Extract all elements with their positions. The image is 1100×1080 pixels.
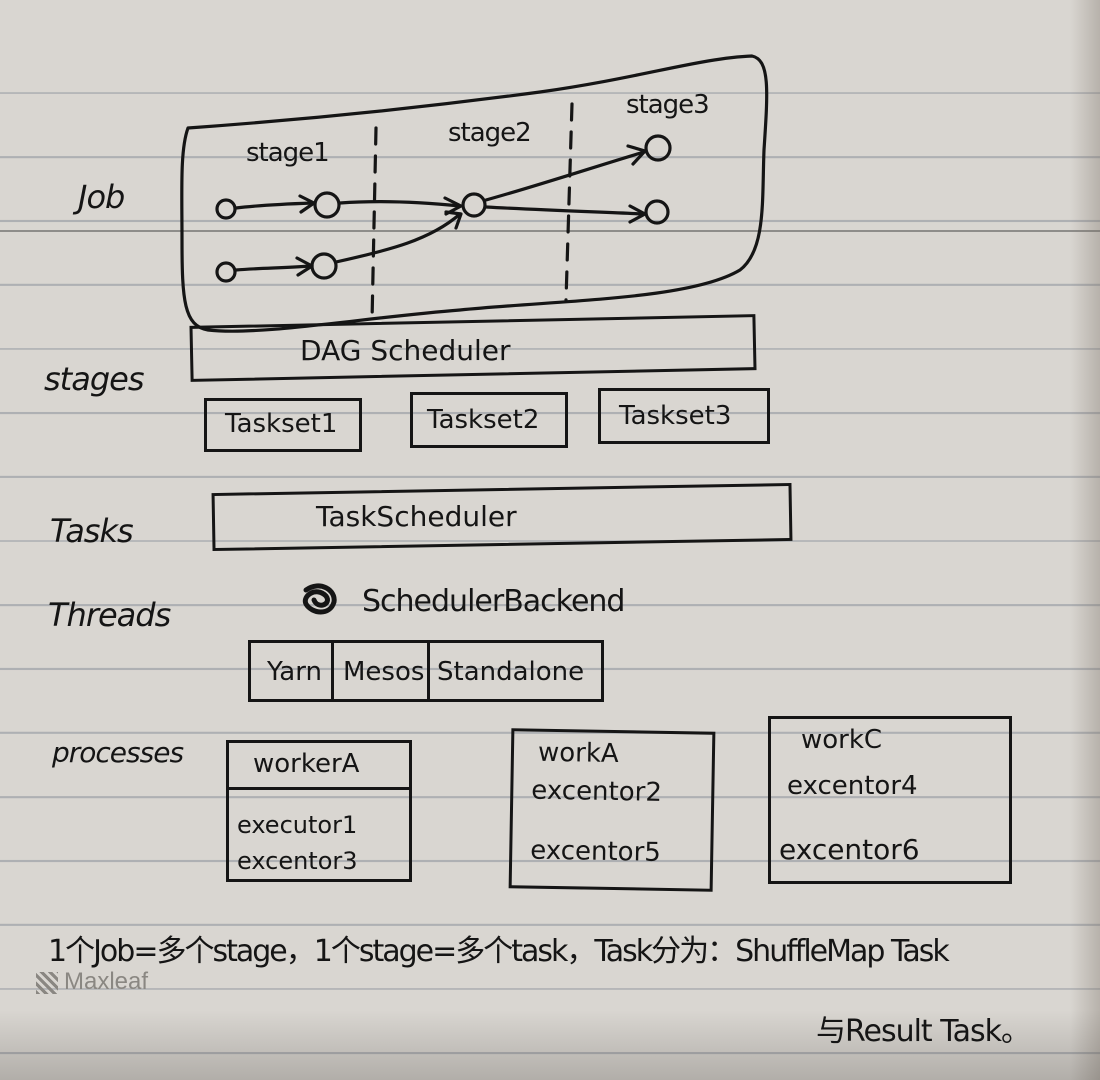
page-edge-shadow bbox=[1070, 0, 1100, 1080]
taskset-1-box: Taskset1 bbox=[204, 398, 362, 452]
stage2-label: stage2 bbox=[448, 118, 532, 148]
cm-divider-2 bbox=[427, 643, 430, 699]
note-line-2: 与Result Task。 bbox=[816, 1014, 1031, 1049]
worker-1-executor-1: executor1 bbox=[237, 811, 358, 839]
arrowhead-b bbox=[295, 256, 314, 277]
worker-3-executor-1: excentor4 bbox=[787, 771, 918, 801]
note-line-1: 1个Job=多个stage，1个stage=多个task，Task分为：Shuf… bbox=[48, 934, 950, 969]
arrowhead-e bbox=[626, 144, 647, 166]
cm-divider-1 bbox=[331, 643, 334, 699]
task-scheduler-label: TaskScheduler bbox=[316, 500, 517, 533]
watermark-text: Maxleaf bbox=[64, 968, 149, 995]
taskset-2-box: Taskset2 bbox=[410, 392, 568, 448]
worker-2-name: workA bbox=[537, 737, 619, 770]
label-threads: Threads bbox=[48, 596, 171, 634]
job-outline bbox=[180, 54, 769, 333]
node-s2 bbox=[461, 192, 487, 218]
arrow-c bbox=[338, 199, 462, 208]
cm-yarn: Yarn bbox=[267, 657, 322, 687]
cm-standalone: Standalone bbox=[437, 657, 585, 687]
watermark-logo-icon bbox=[36, 972, 58, 994]
taskset-2-label: Taskset2 bbox=[427, 405, 540, 435]
label-stages: stages bbox=[44, 360, 144, 398]
scribble-icon bbox=[302, 583, 337, 615]
node-s1-b bbox=[313, 191, 341, 219]
worker-1-box: workerA executor1 excentor3 bbox=[226, 740, 412, 882]
arrow-a bbox=[234, 201, 314, 210]
label-processes: processes bbox=[52, 736, 184, 769]
arrowhead-f bbox=[628, 204, 647, 224]
arrow-b bbox=[234, 264, 312, 272]
cm-mesos: Mesos bbox=[343, 657, 425, 687]
worker-2-box: workA excentor2 excentor5 bbox=[508, 728, 716, 892]
arrow-d bbox=[334, 212, 462, 264]
taskset-3-box: Taskset3 bbox=[598, 388, 770, 444]
stage3-label: stage3 bbox=[626, 90, 710, 120]
stage1-label: stage1 bbox=[246, 138, 330, 168]
arrowhead-a bbox=[298, 194, 316, 214]
taskset-1-label: Taskset1 bbox=[225, 409, 338, 439]
taskset-3-label: Taskset3 bbox=[619, 401, 732, 431]
worker-1-name: workerA bbox=[253, 749, 360, 779]
worker-2-executor-1: excentor2 bbox=[531, 775, 663, 808]
node-s3-a bbox=[644, 134, 672, 162]
label-job: Job bbox=[78, 178, 125, 216]
worker-3-box: workC excentor4 excentor6 bbox=[768, 716, 1012, 884]
worker-3-name: workC bbox=[801, 725, 883, 755]
worker-1-divider bbox=[229, 787, 409, 790]
dag-scheduler-label: DAG Scheduler bbox=[300, 334, 511, 367]
arrow-f bbox=[484, 205, 646, 216]
scheduler-backend-label: SchedulerBackend bbox=[362, 584, 625, 619]
worker-1-executor-2: excentor3 bbox=[237, 847, 358, 875]
stage-separator-2 bbox=[564, 102, 574, 302]
bottom-shadow bbox=[0, 1010, 1100, 1080]
worker-3-executor-2: excentor6 bbox=[779, 833, 920, 866]
label-tasks: Tasks bbox=[50, 512, 134, 550]
page-fold-line bbox=[0, 230, 1100, 232]
cluster-manager-row: Yarn Mesos Standalone bbox=[248, 640, 604, 702]
arrow-e bbox=[484, 150, 646, 202]
stage-separator-1 bbox=[370, 126, 378, 324]
node-s3-b bbox=[644, 199, 670, 225]
node-s1-d bbox=[310, 252, 338, 280]
node-s1-c bbox=[215, 261, 237, 283]
arrowhead-d bbox=[444, 210, 463, 230]
node-s1-a bbox=[215, 198, 237, 220]
worker-2-executor-2: excentor5 bbox=[530, 835, 662, 868]
